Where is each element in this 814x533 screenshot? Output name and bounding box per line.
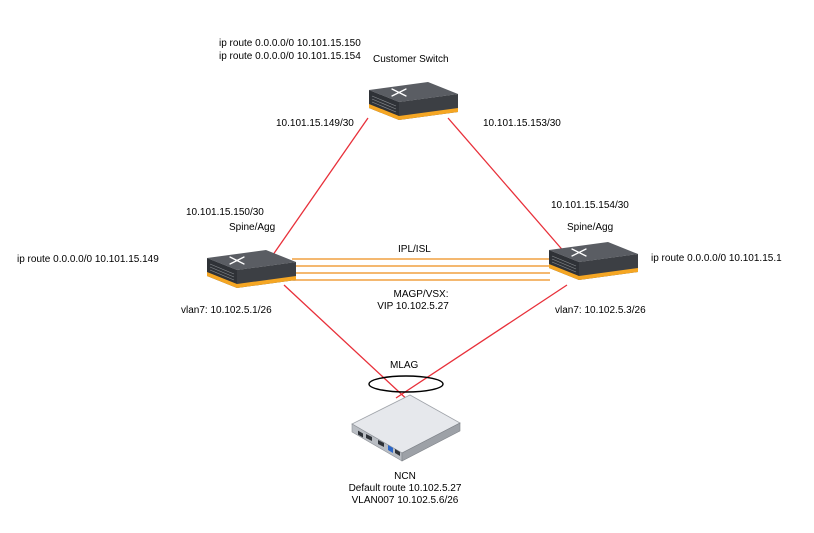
spine-left-vlan: vlan7: 10.102.5.1/26 <box>181 305 272 316</box>
spine-left-ip: 10.101.15.150/30 <box>186 207 264 218</box>
ncn-default-route: Default route 10.102.5.27 <box>348 483 462 494</box>
ipl-isl-label: IPL/ISL <box>398 244 431 255</box>
spine-right-switch-icon[interactable] <box>546 240 640 288</box>
spine-right-vlan: vlan7: 10.102.5.3/26 <box>555 305 646 316</box>
spine-left-route: ip route 0.0.0.0/0 10.101.15.149 <box>17 254 159 265</box>
left-uplink-ip: 10.101.15.149/30 <box>276 118 354 129</box>
customer-switch-label: Customer Switch <box>373 54 449 65</box>
customer-switch-icon[interactable] <box>366 80 460 128</box>
link-customer-to-spine-right <box>447 117 567 255</box>
spine-left-switch-icon[interactable] <box>204 248 298 296</box>
spine-right-route: ip route 0.0.0.0/0 10.101.15.1 <box>651 253 782 264</box>
customer-switch-route-2: ip route 0.0.0.0/0 10.101.15.154 <box>219 51 361 62</box>
link-spine-left-to-ncn <box>283 284 413 405</box>
customer-switch-route-1: ip route 0.0.0.0/0 10.101.15.150 <box>219 38 361 49</box>
ncn-server-icon[interactable] <box>350 393 462 465</box>
right-uplink-ip: 10.101.15.153/30 <box>483 118 561 129</box>
spine-left-label: Spine/Agg <box>229 222 276 233</box>
ncn-vlan: VLAN007 10.102.5.6/26 <box>351 495 459 506</box>
spine-right-ip: 10.101.15.154/30 <box>551 200 629 211</box>
ncn-label: NCN <box>394 471 416 482</box>
mlag-ellipse <box>368 375 444 393</box>
link-customer-to-spine-left <box>267 117 369 263</box>
link-spine-right-to-ncn <box>395 284 568 399</box>
spine-right-label: Spine/Agg <box>567 222 614 233</box>
mlag-label: MLAG <box>390 360 419 371</box>
magp-vip-label: VIP 10.102.5.27 <box>377 301 449 312</box>
magp-vsx-label: MAGP/VSX: <box>393 289 449 300</box>
